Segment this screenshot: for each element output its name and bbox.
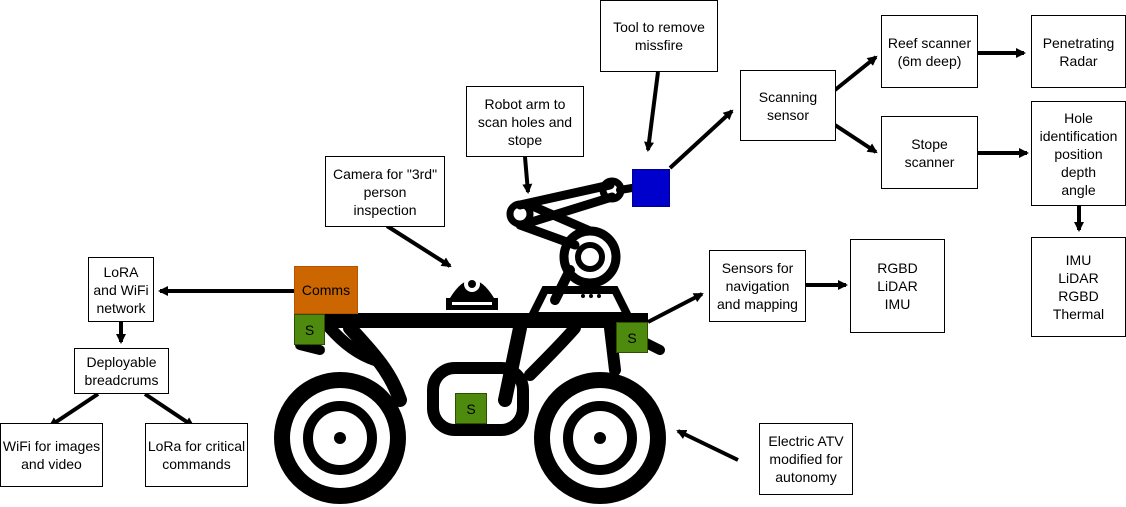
sensor-s-left: S <box>294 314 325 345</box>
robot-arm-box: Robot arm to scan holes and stope <box>466 86 584 157</box>
connector-arrows <box>48 48 1084 462</box>
scanning-sensor-box: Scanning sensor <box>740 70 836 141</box>
penetrating-radar-box: Penetrating Radar <box>1031 15 1126 88</box>
breadcrums-box: Deployable breadcrums <box>74 348 169 394</box>
sensor-s-right: S <box>616 322 648 353</box>
rgbd-lidar-imu-box: RGBD LiDAR IMU <box>850 239 945 333</box>
lora-wifi-box: LoRA and WiFi network <box>88 257 154 322</box>
tool-box: Tool to remove missfire <box>600 0 718 72</box>
scanner-cube <box>632 169 670 207</box>
robot-arm-icon <box>506 177 636 320</box>
camera-box: Camera for "3rd" person inspection <box>325 156 445 227</box>
sensor-s-center: S <box>455 393 487 424</box>
dome-camera-icon <box>446 276 498 310</box>
atv-icon <box>274 313 666 504</box>
stope-scanner-box: Stope scanner <box>881 116 978 189</box>
hole-identification-box: Hole identification position depth angle <box>1031 101 1126 206</box>
lora-commands-box: LoRa for critical commands <box>145 423 248 487</box>
nav-sensors-box: Sensors for navigation and mapping <box>709 250 806 322</box>
wifi-images-box: WiFi for images and video <box>0 423 103 487</box>
comms-module: Comms <box>294 266 358 314</box>
imu-lidar-rgbd-thermal-box: IMU LiDAR RGBD Thermal <box>1031 237 1126 337</box>
reef-scanner-box: Reef scanner (6m deep) <box>881 15 978 88</box>
electric-atv-box: Electric ATV modified for autonomy <box>759 423 853 495</box>
